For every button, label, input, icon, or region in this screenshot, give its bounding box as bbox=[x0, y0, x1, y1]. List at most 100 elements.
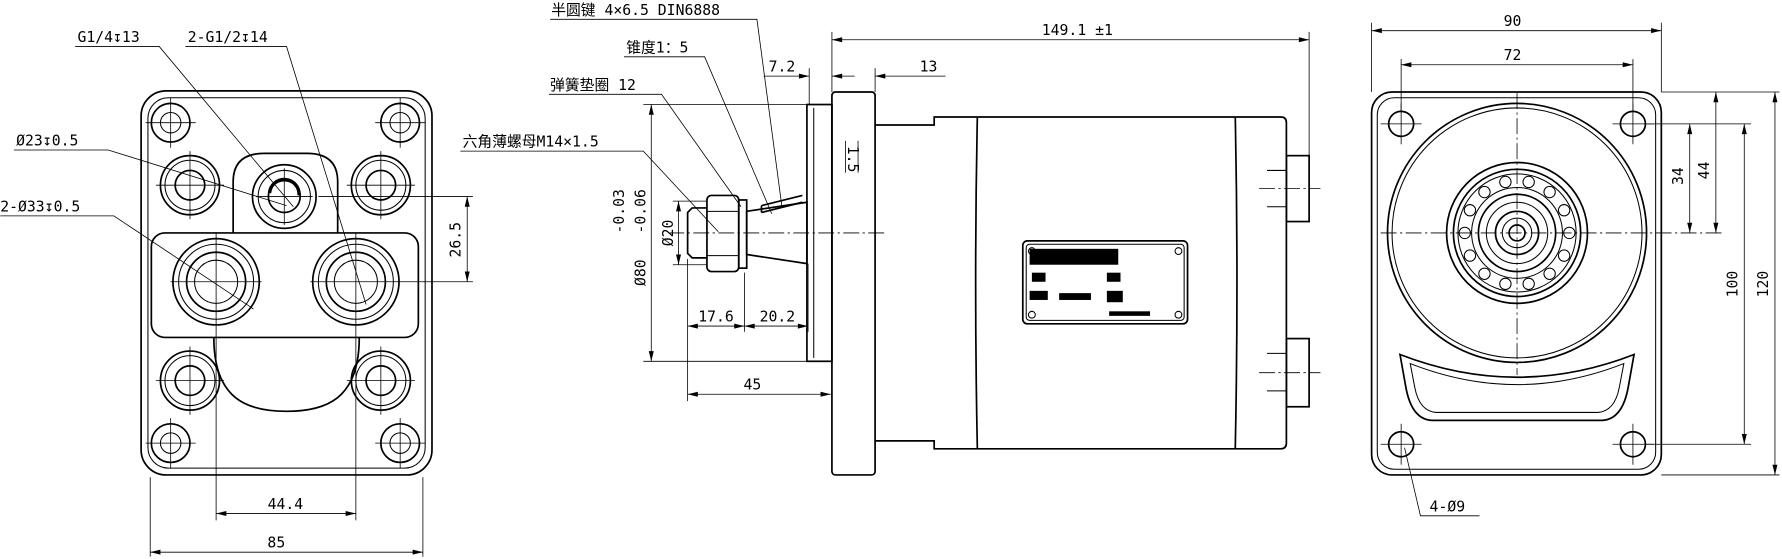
body-joint bbox=[1234, 117, 1238, 449]
bearing-ball bbox=[1499, 277, 1512, 291]
front-cover-bolt bbox=[346, 151, 415, 220]
dim-thread-length: 17.6 bbox=[698, 309, 734, 326]
leader-line bbox=[1404, 447, 1480, 517]
front-cover-bolt bbox=[155, 151, 225, 220]
bearing-ball bbox=[1478, 185, 1491, 199]
dimension-arrowhead bbox=[648, 351, 654, 362]
front-corner-bolt bbox=[375, 97, 426, 148]
dimension-arrowhead bbox=[734, 323, 745, 329]
label-g12-ports: 2-G1/2↧14 bbox=[188, 29, 268, 46]
rear-drain-slot-inner bbox=[1409, 362, 1625, 413]
front-cover-bolt bbox=[155, 346, 225, 415]
bearing-ball bbox=[1557, 249, 1571, 262]
mounting-hole bbox=[1380, 423, 1422, 465]
leader-line bbox=[0, 215, 254, 310]
rear-drain-slot bbox=[1398, 353, 1636, 422]
leader-line bbox=[13, 149, 287, 207]
label-hex-nut: 六角薄螺母M14×1.5 bbox=[463, 134, 599, 151]
dimension-arrowhead bbox=[345, 511, 356, 517]
dimension-arrowhead bbox=[875, 73, 886, 79]
dim-edge-to-center: 44 bbox=[1696, 161, 1713, 179]
dimension-arrowhead bbox=[1713, 92, 1719, 103]
nameplate bbox=[1021, 240, 1189, 325]
bearing-ball bbox=[1463, 204, 1477, 217]
dim-pilot-diameter: Ø80 bbox=[633, 259, 650, 286]
dimension-arrowhead bbox=[1371, 28, 1382, 34]
rear-view: 90 72 34 44 100 120 4-Ø9 bbox=[1370, 13, 1780, 517]
bearing-balls bbox=[1458, 175, 1576, 291]
dimension-arrowhead bbox=[676, 201, 682, 212]
dim-rear-height: 120 bbox=[1755, 271, 1772, 298]
dim-overall-length: 149.1 ±1 bbox=[1042, 22, 1113, 39]
label-d33-counterbore: 2-Ø33↧0.5 bbox=[0, 198, 80, 215]
label-woodruff-key: 半圆键 4×6.5 DIN6888 bbox=[551, 2, 720, 19]
dimension-arrowhead bbox=[464, 196, 470, 207]
bearing-ball bbox=[1522, 175, 1535, 189]
dimension-arrowhead bbox=[831, 37, 843, 43]
dimension-arrowhead bbox=[1772, 464, 1778, 475]
mounting-flange bbox=[831, 91, 876, 476]
label-g14-port: G1/4↧13 bbox=[77, 29, 139, 46]
dimension-arrowhead bbox=[1401, 62, 1412, 68]
pump-body bbox=[875, 116, 1288, 450]
bearing-ball bbox=[1463, 249, 1477, 262]
bearing-ball bbox=[1543, 185, 1556, 199]
tolerance-lower: -0.06 bbox=[633, 189, 650, 233]
side-view: 1.5 149.1 ±1 7.2 13 Ø80 -0.03 -0.06 Ø20 … bbox=[460, 2, 1321, 476]
leader-line bbox=[75, 46, 294, 208]
label-taper: 锥度1：5 bbox=[626, 39, 688, 56]
front-corner-bolt bbox=[145, 418, 196, 469]
dimension-arrowhead bbox=[798, 73, 810, 79]
dimension-arrowhead bbox=[1651, 28, 1662, 34]
front-body-inner-outline bbox=[147, 97, 426, 469]
dimension-arrowhead bbox=[744, 323, 755, 329]
dimension-arrowhead bbox=[1687, 123, 1693, 135]
bearing-ball bbox=[1499, 175, 1512, 189]
label-d23-counterbore: Ø23↧0.5 bbox=[16, 132, 78, 149]
woodruff-key bbox=[760, 194, 803, 214]
dimension-arrowhead bbox=[412, 549, 423, 555]
dim-shaft-diameter: Ø20 bbox=[660, 220, 677, 247]
dimension-arrowhead bbox=[1741, 123, 1747, 135]
dimension-arrowhead bbox=[831, 73, 843, 79]
nameplate-logo bbox=[1029, 248, 1119, 265]
label-mounting-holes: 4-Ø9 bbox=[1430, 498, 1466, 515]
front-corner-bolt bbox=[375, 418, 426, 469]
dimension-arrowhead bbox=[1713, 222, 1719, 233]
dim-shaft-length: 45 bbox=[743, 377, 761, 394]
rear-flange-outline bbox=[1370, 91, 1663, 476]
bearing-ball bbox=[1478, 267, 1491, 280]
leader-line bbox=[185, 46, 367, 305]
dim-rear-width: 90 bbox=[1504, 13, 1522, 30]
tolerance-upper: -0.03 bbox=[611, 189, 628, 233]
dim-front-width: 85 bbox=[267, 535, 285, 552]
dim-pilot-depth: 7.2 bbox=[769, 59, 796, 76]
dimension-arrowhead bbox=[676, 254, 682, 265]
dimension-arrowhead bbox=[1622, 62, 1633, 68]
bearing-ball bbox=[1543, 267, 1556, 280]
bearing-ball bbox=[1557, 204, 1571, 217]
front-lower-contour bbox=[212, 337, 361, 413]
dimension-arrowhead bbox=[150, 549, 161, 555]
rear-flange-inner-outline bbox=[1376, 97, 1657, 470]
leader-line bbox=[550, 18, 783, 207]
leader-line bbox=[460, 150, 719, 233]
bearing-ball bbox=[1522, 277, 1535, 291]
front-view: 26.5 44.4 85 G1/4↧13 2-G1/2↧14 Ø23↧0.5 2… bbox=[0, 29, 473, 557]
leader-line bbox=[623, 56, 773, 214]
dimension-arrowhead bbox=[687, 391, 698, 397]
spring-washer bbox=[737, 199, 748, 269]
dim-taper-length: 20.2 bbox=[760, 309, 796, 326]
shaft-thread-end bbox=[686, 207, 707, 259]
dimension-arrowhead bbox=[820, 391, 831, 397]
dim-hole-span-y: 100 bbox=[1724, 271, 1741, 298]
front-corner-bolt bbox=[145, 97, 196, 148]
dimension-arrowhead bbox=[464, 271, 470, 282]
dimension-arrowhead bbox=[216, 511, 227, 517]
dim-chamfer: 1.5 bbox=[844, 146, 861, 173]
dim-port-spacing: 44.4 bbox=[268, 496, 304, 513]
dim-hole-to-center: 34 bbox=[1670, 167, 1687, 185]
dim-flange-thickness: 13 bbox=[920, 59, 938, 76]
front-pressure-gauge-port bbox=[251, 163, 317, 230]
